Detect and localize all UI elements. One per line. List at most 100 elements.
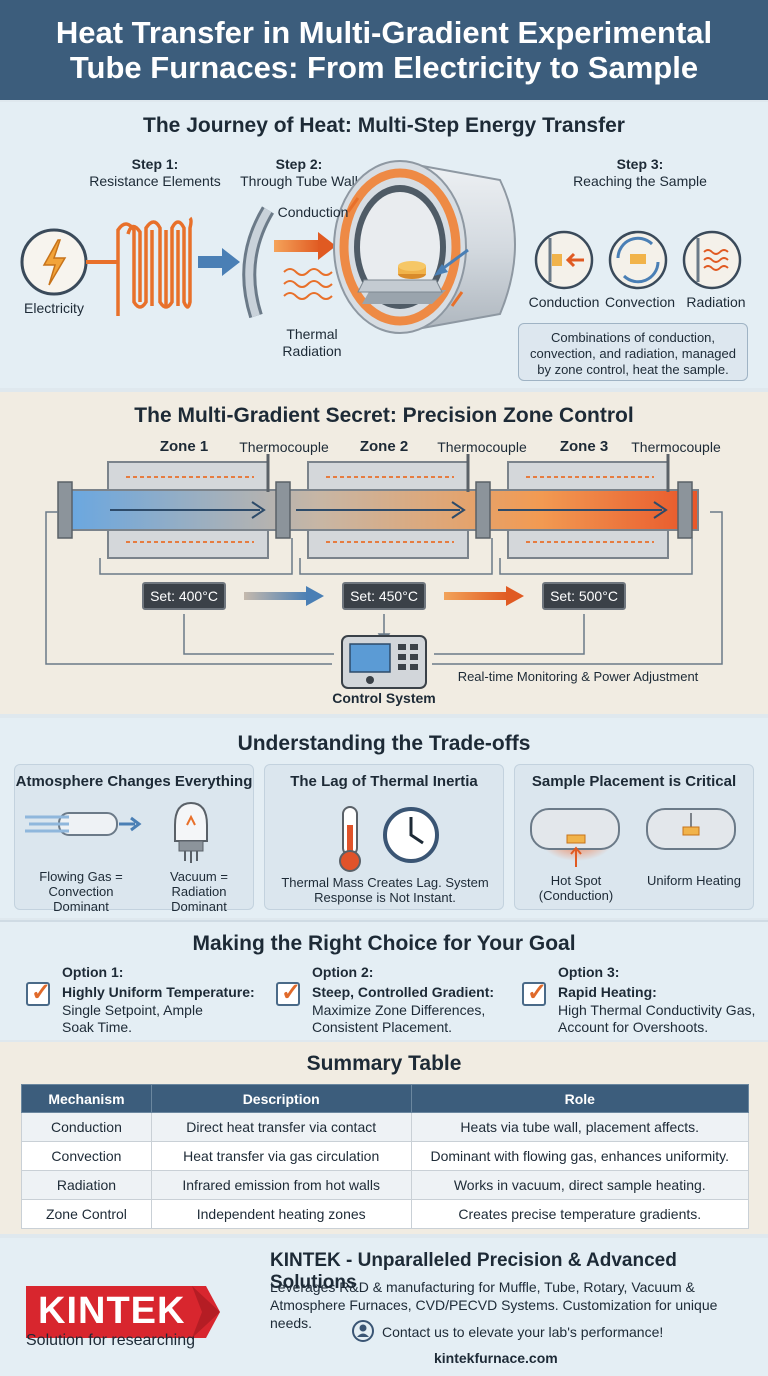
inertia-icons [339,806,439,872]
gradient-arrows [244,586,524,606]
contact-user-icon [352,1320,374,1342]
inertia-caption: Thermal Mass Creates Lag. System Respons… [281,875,489,905]
contact-link[interactable]: Contact us to elevate your lab's perform… [382,1324,664,1340]
kintek-logo [26,1286,220,1338]
table-cell: Radiation [21,1170,152,1200]
convection-mini-icon [608,230,668,290]
option-1-label: Option 1: [62,964,124,980]
thermometer-icon [339,806,361,872]
option-3-label: Option 3: [558,964,620,980]
mini-radiation-label: Radiation [686,294,746,310]
checkbox-icon: ✓ [522,979,547,1006]
column-header: Description [150,1084,412,1113]
hot-spot-caption: Hot Spot (Conduction) [538,873,614,903]
table-cell: Convection [21,1141,152,1171]
column-header: Role [410,1084,750,1113]
table-cell: Direct heat transfer via contact [150,1112,412,1142]
website-link[interactable]: kintekfurnace.com [434,1350,558,1366]
conduction-arrow-icon [274,232,336,260]
thermocouple-2-label: Thermocouple [437,439,527,455]
atmosphere-icons [25,801,208,863]
summary-table: Mechanism Description Role Conduction Di… [21,1084,750,1229]
option-2-text: Maximize Zone Differences, Consistent Pl… [312,1002,486,1035]
resistance-coil-icon [116,216,193,316]
heat-journey-diagram [20,160,742,334]
table-cell: Zone Control [21,1199,152,1229]
vacuum-bulb-icon [174,801,208,863]
option-3-text: High Thermal Conductivity Gas, Account f… [558,1002,756,1035]
flow-arrows [110,501,668,519]
tradeoffs-section: Understanding the Trade-offs Atmosphere … [0,718,768,918]
table-row: Radiation Infrared emission from hot wal… [21,1170,750,1200]
option-1-text: Single Setpoint, Ample Soak Time. [62,1002,203,1035]
thermal-inertia-card: The Lag of Thermal Inertia Thermal Mass … [264,764,504,910]
table-cell: Works in vacuum, direct sample heating. [410,1170,750,1200]
tradeoffs-title: Understanding the Trade-offs [237,732,531,755]
footer-title: KINTEK - Unparalleled Precision & Advanc… [270,1250,677,1293]
table-cell: Independent heating zones [150,1199,412,1229]
zone-control-section: The Multi-Gradient Secret: Precision Zon… [0,392,768,714]
thermocouple-1-label: Thermocouple [239,439,329,455]
thermal-radiation-label: Thermal Radiation [282,326,342,359]
vacuum-caption: Vacuum = Radiation Dominant [170,869,228,914]
zone-1-label: Zone 1 [159,438,209,455]
checkbox-icon: ✓ [276,979,301,1006]
zone-flanges [57,481,693,539]
mini-conduction-label: Conduction [528,294,600,310]
zone-control-title: The Multi-Gradient Secret: Precision Zon… [134,404,634,427]
choices-section: Making the Right Choice for Your Goal ✓ … [0,920,768,1040]
tagline: Solution for researching [26,1332,195,1349]
option-2-heading: Steep, Controlled Gradient: [312,984,495,1000]
conduction-mini-icon [534,230,594,290]
step1-label: Step 1:Resistance Elements [89,156,221,189]
checkbox-icon: ✓ [26,979,51,1006]
uniform-tube-icon [646,808,736,850]
control-wiring [45,511,723,665]
table-row: Zone Control Independent heating zones C… [21,1199,750,1229]
placement-card: Sample Placement is Critical Hot Spot (C… [514,764,754,910]
table-cell: Heats via tube wall, placement affects. [410,1112,750,1142]
conduction-label: Conduction [277,204,349,220]
page-title: Heat Transfer in Multi-Gradient Experime… [55,15,713,85]
control-system-icon [341,635,427,689]
zone-furnace-diagram [45,454,723,689]
zone-3-label: Zone 3 [559,438,609,455]
thermal-radiation-icon [283,268,333,300]
placement-icons [530,808,736,867]
atmosphere-card: Atmosphere Changes Everything Flowing Ga… [14,764,254,914]
atmosphere-card-title: Atmosphere Changes Everything [15,773,253,790]
journey-section: The Journey of Heat: Multi-Step Energy T… [0,102,768,388]
thermocouple-3-label: Thermocouple [631,439,721,455]
header: Heat Transfer in Multi-Gradient Experime… [0,0,768,100]
monitoring-label: Real-time Monitoring & Power Adjustment [457,669,699,684]
journey-note: Combinations of conduction, convection, … [518,323,748,381]
table-header-row: Mechanism Description Role [21,1084,750,1113]
table-cell: Heat transfer via gas circulation [150,1141,412,1171]
zone-1-setpoint: Set: 400°C [142,582,226,610]
zone-2-setpoint: Set: 450°C [342,582,426,610]
transfer-arrow-icon [198,248,240,276]
choices-title: Making the Right Choice for Your Goal [192,932,576,955]
flowing-gas-caption: Flowing Gas = Convection Dominant [39,869,123,914]
clock-icon [383,807,439,863]
step2-label: Step 2:Through Tube Wall [240,156,358,189]
option-3-heading: Rapid Heating: [558,984,657,1000]
electricity-icon [20,228,88,296]
footer-description: Leverages R&D & manufacturing for Muffle… [270,1279,718,1331]
tube-wall-icon [242,206,275,319]
thermal-inertia-card-title: The Lag of Thermal Inertia [290,773,478,790]
radiation-mini-icon [682,230,742,290]
hot-spot-tube-icon [530,808,620,867]
table-cell: Infrared emission from hot walls [150,1170,412,1200]
table-row: Conduction Direct heat transfer via cont… [21,1112,750,1142]
option-1-heading: Highly Uniform Temperature: [62,984,255,1000]
summary-title: Summary Table [306,1052,462,1075]
column-header: Mechanism [21,1084,152,1113]
journey-title: The Journey of Heat: Multi-Step Energy T… [143,114,625,137]
heating-element-coils [126,476,654,543]
logo-text: KINTEK [38,1290,186,1332]
placement-card-title: Sample Placement is Critical [531,773,737,790]
mini-convection-label: Convection [604,294,676,310]
table-cell: Conduction [21,1112,152,1142]
